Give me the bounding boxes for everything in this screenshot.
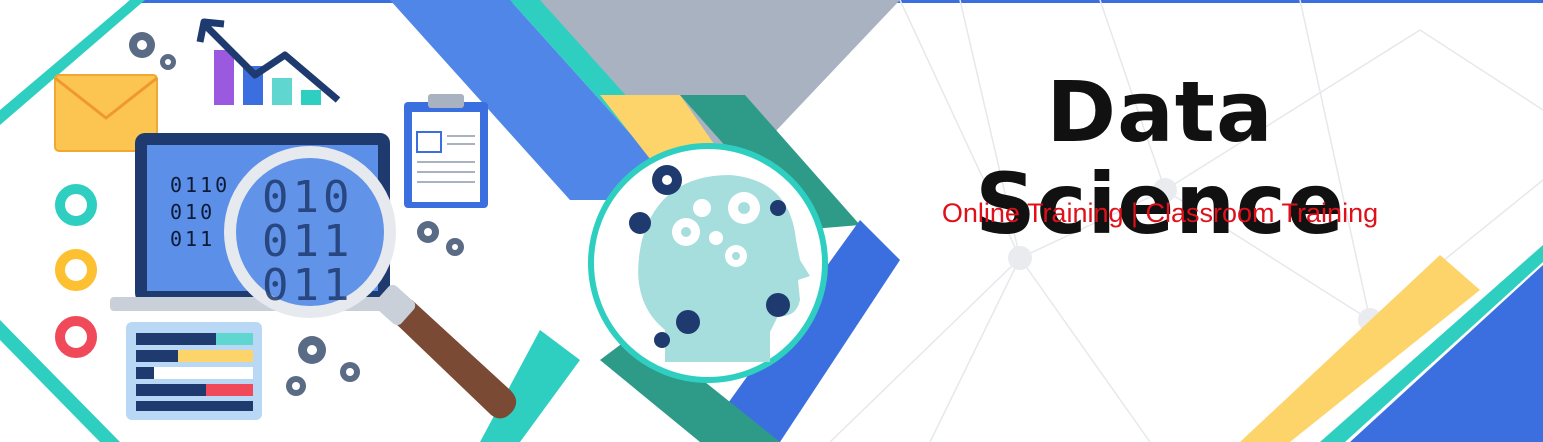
- lens-code-line: 011: [262, 216, 354, 267]
- yellow-corner: [1240, 255, 1480, 442]
- screen-code: 0110 010 011: [170, 172, 230, 253]
- ring-teal-icon: [55, 184, 97, 226]
- page-title: Data Science: [975, 63, 1345, 254]
- envelope-icon: [54, 74, 158, 152]
- training-subtitle: Online Training | Classroom Training: [941, 198, 1379, 228]
- screen-code-line: 0110: [170, 173, 231, 197]
- screen-code-line: 010: [170, 200, 216, 224]
- gear-icon: [286, 221, 464, 396]
- magnifier-icon: [224, 146, 517, 419]
- teal-stripe-bottom: [0, 320, 120, 442]
- table-bars-icon: [126, 322, 262, 420]
- gear-icon: [129, 32, 176, 70]
- ring-red-icon: [55, 316, 97, 358]
- lens-code-line: 010: [262, 172, 354, 223]
- blue-corner: [1350, 265, 1543, 442]
- screen-code-line: 011: [170, 227, 216, 251]
- ring-yellow-icon: [55, 249, 97, 291]
- lens-code: 010 011 011: [262, 176, 353, 308]
- chart-trend-icon: [196, 18, 341, 105]
- lens-code-line: 011: [262, 260, 354, 311]
- teal-stripe-top: [0, 0, 145, 125]
- teal-corner: [1320, 245, 1543, 442]
- brain-head-icon: [588, 143, 828, 383]
- blue-stripe-1: [390, 0, 690, 200]
- clipboard-icon: [404, 94, 488, 208]
